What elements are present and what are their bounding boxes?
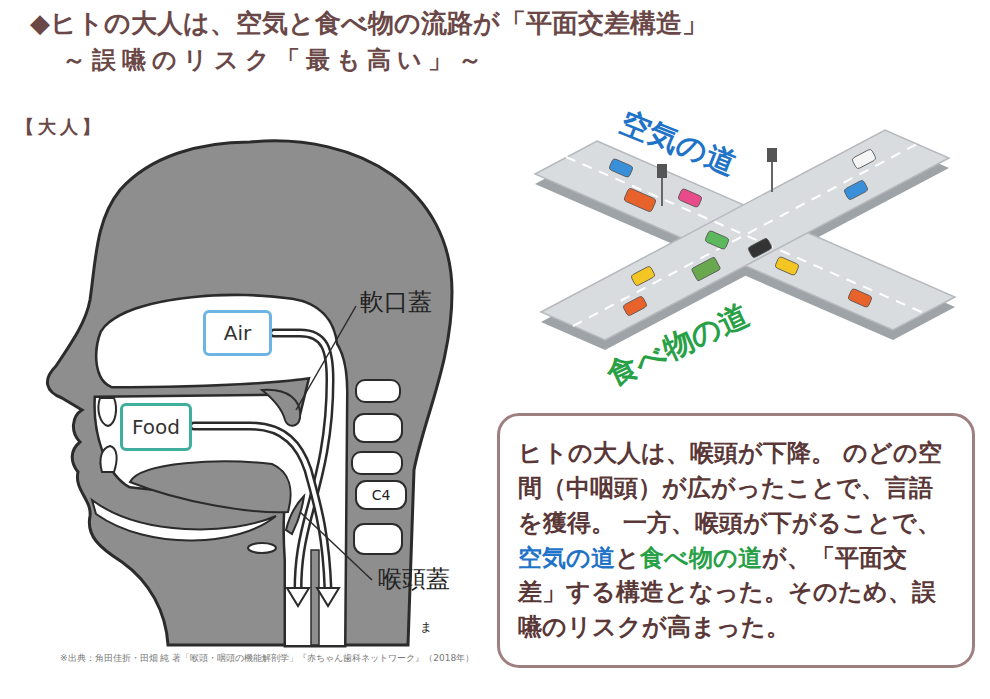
food-arrow-outline (194, 426, 328, 590)
highlight-text: 空気の道 (518, 544, 615, 572)
node-text: Air (224, 321, 251, 345)
subtitle: ～誤嚥のリスク「最も高い」～ (62, 46, 488, 75)
title: ◆ヒトの大人は、空気と食べ物の流路が「平面交差構造」 (30, 8, 708, 39)
node-text: Food (132, 415, 180, 439)
upper-tooth (98, 398, 116, 426)
food-box: Food (120, 403, 192, 451)
air-box: Air (203, 310, 272, 356)
body-text: と (615, 544, 640, 572)
car (678, 188, 703, 208)
highlight-text: 食べ物の道 (640, 544, 762, 572)
car (747, 238, 772, 259)
vertebra-label: C4 (372, 487, 391, 504)
car (851, 149, 876, 170)
head-silhouette (47, 141, 452, 645)
traffic-light-pole (771, 160, 773, 192)
airway-outline (97, 296, 336, 386)
body-text: ヒトの大人は、喉頭が下降。 のどの空間（中咽頭）が広がったことで、言語を獲得。 … (518, 439, 942, 537)
tongue (130, 461, 291, 512)
truck (691, 257, 721, 282)
lane-line (566, 157, 924, 313)
air-arrowhead (287, 588, 309, 606)
note-box: ヒトの大人は、喉頭が下降。 のどの空間（中咽頭）が広がったことで、言語を獲得。 … (497, 413, 975, 668)
car (622, 296, 647, 317)
food-arrowhead (317, 588, 339, 606)
car (609, 158, 634, 178)
nasal-cavity (97, 296, 336, 386)
node-text: ヒトの大人は、喉頭が下降。 のどの空間（中咽頭）が広がったことで、言語を獲得。 … (518, 436, 954, 645)
lane-line (573, 144, 917, 326)
larynx-divider (311, 550, 319, 645)
vertebra (356, 481, 406, 509)
leader-line (296, 306, 356, 410)
car (843, 180, 868, 201)
hyoid (248, 543, 276, 553)
traffic-light (767, 148, 777, 162)
vertebra (352, 452, 402, 474)
vertebra (354, 414, 402, 442)
car (775, 256, 800, 276)
soft-palate (262, 390, 300, 426)
panel-label: 【大人】 (16, 116, 104, 138)
caption: ※出典：角田佳折・田畑 純 著「喉頭・咽頭の機能解剖学」『赤ちゃん歯科ネットワー… (60, 653, 474, 664)
traffic-light (657, 164, 667, 178)
traffic-light-pole (661, 176, 663, 206)
food-arrow (194, 426, 328, 590)
lower-tooth (100, 446, 116, 472)
part-name: 喉頭蓋 (378, 565, 450, 594)
leader-line (300, 512, 372, 580)
mandible (92, 500, 276, 541)
car (848, 288, 873, 308)
bus (623, 188, 656, 213)
vertebra (354, 524, 402, 554)
signature: ま (420, 620, 432, 634)
part-name: 軟口蓋 (360, 288, 432, 317)
car (705, 230, 730, 250)
vertebra (356, 380, 400, 402)
car (630, 266, 655, 287)
